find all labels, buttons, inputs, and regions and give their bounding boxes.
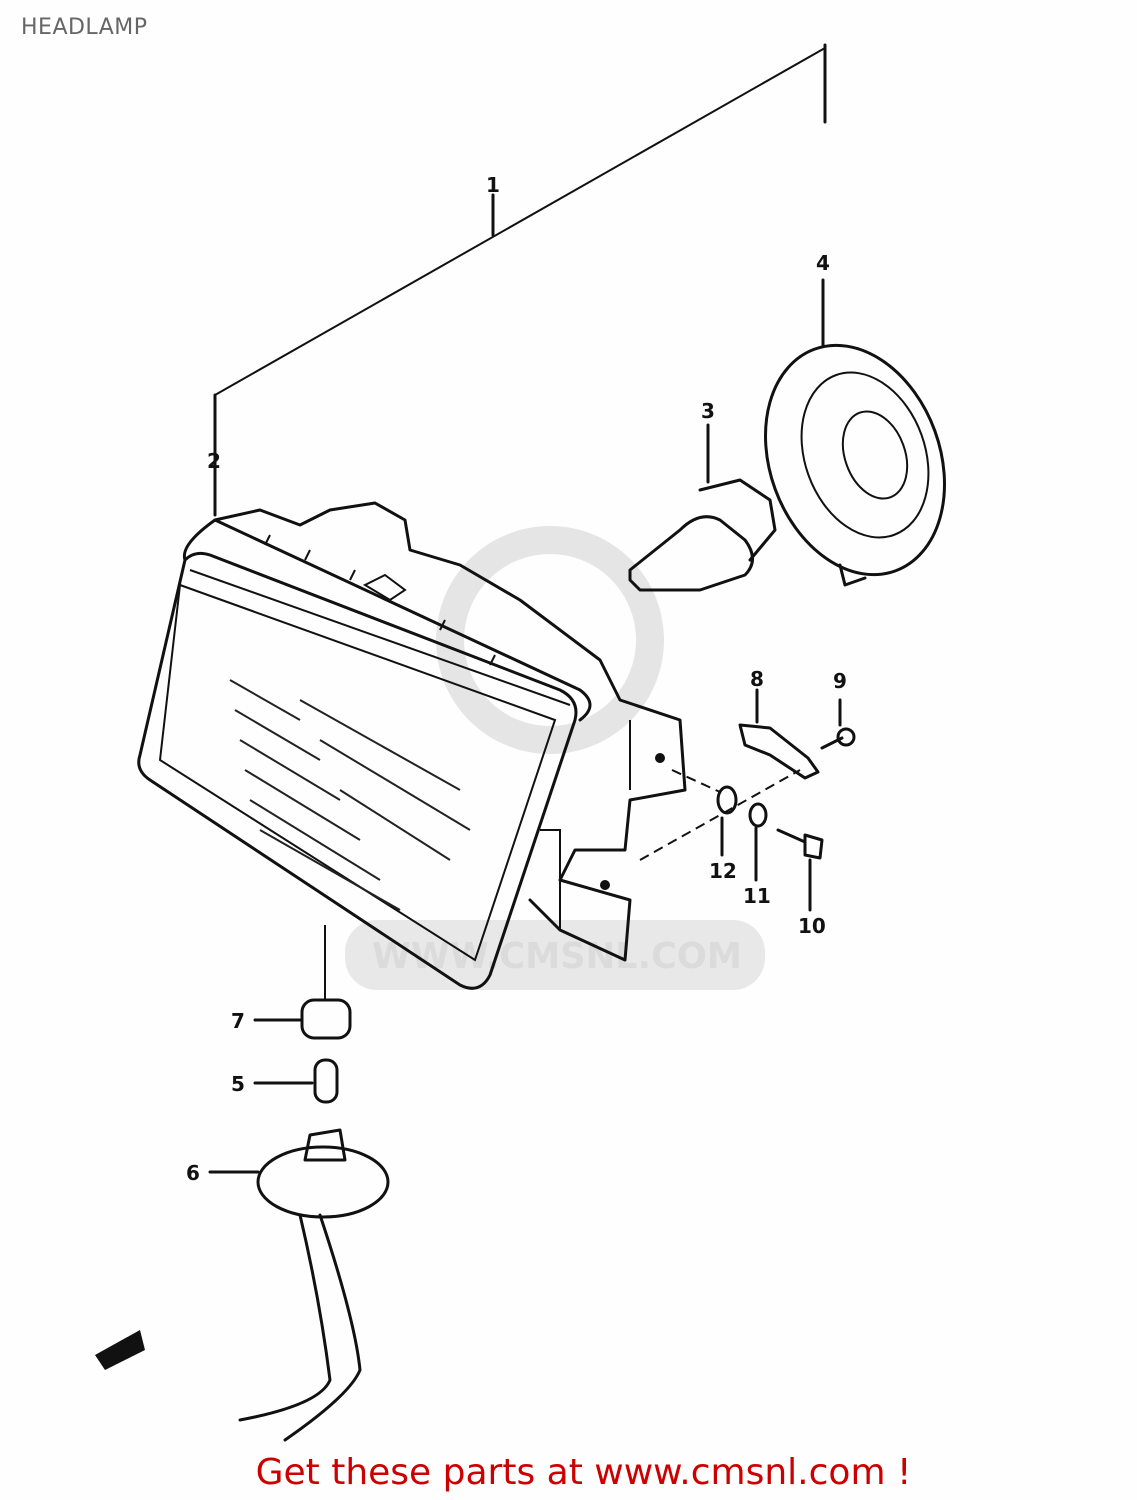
- callout-10: 10: [798, 914, 826, 938]
- callout-8: 8: [750, 667, 764, 691]
- callout-2: 2: [207, 449, 221, 473]
- callout-7: 7: [231, 1009, 245, 1033]
- headlamp-unit: [137, 501, 687, 1000]
- promo-link[interactable]: Get these parts at www.cmsnl.com !: [255, 1452, 912, 1493]
- callout-3: 3: [701, 399, 715, 423]
- callout-12: 12: [709, 859, 737, 883]
- cmsnl-watermark: WWW.CMSNL.COM: [345, 526, 765, 990]
- callout-9: 9: [833, 669, 847, 693]
- callout-6: 6: [186, 1161, 200, 1185]
- watermark-text: WWW.CMSNL.COM: [372, 936, 742, 977]
- callout-11: 11: [743, 884, 771, 908]
- callout-labels: 1 2 3 4 5 6 7 8 9 10 11 12: [186, 173, 847, 1185]
- assembly-bracket: [213, 43, 827, 517]
- position-lamp-parts: [95, 998, 390, 1442]
- callout-5: 5: [231, 1072, 245, 1096]
- page-title: HEADLAMP: [21, 15, 148, 40]
- front-arrow-icon: [95, 1330, 145, 1370]
- callout-4: 4: [816, 251, 830, 275]
- dust-cover-part-4: [764, 278, 946, 587]
- mounting-hardware: [639, 688, 856, 912]
- bulb-part-3: [628, 423, 777, 592]
- callout-1: 1: [486, 173, 500, 197]
